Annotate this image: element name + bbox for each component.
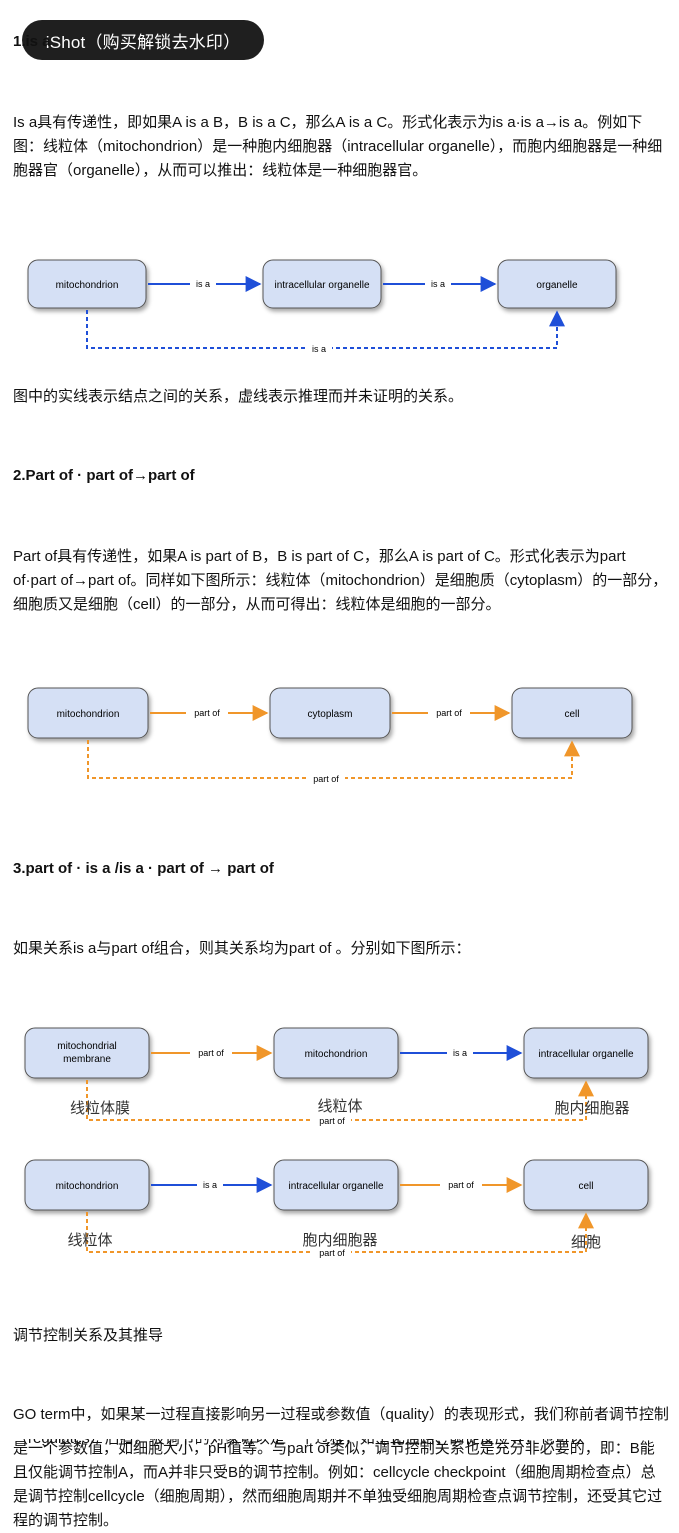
part-of-is-a-diagram: mitochondrial membrane mitochondrion int… [24,1027,649,1126]
node-mitochondrion-label: mitochondrion [56,280,119,291]
section1-heading: 1.is a [13,33,51,50]
edge-2-label: is a [431,279,445,289]
edge-1-label: part of [194,708,220,718]
cn-label-membrane: 线粒体膜 [70,1099,130,1117]
inferred-label-bg [306,342,332,354]
node-mitochondrion-label: mitochondrion [56,1181,119,1192]
node-intracellular-organelle [523,1027,649,1079]
node-mitochondrion [24,1159,150,1211]
clipped-line-mask [0,1427,679,1439]
node-cytoplasm [269,687,391,739]
node-intracellular-organelle-label: intracellular organelle [274,280,369,291]
section1-paragraph: Is a具有传递性，即如果A is a B，B is a C，那么A is a … [13,114,663,179]
node-mitochondrion [273,1027,399,1079]
node-cell-label: cell [564,709,579,720]
ishot-watermark-badge: iShot（购买解锁去水印） [22,20,264,60]
node-organelle-label: organelle [536,280,578,291]
node-cell-label: cell [578,1181,593,1192]
inferred-edge-label: is a [312,344,326,354]
edge-2-label: part of [436,708,462,718]
inferred-label-bg [307,772,345,784]
inferred-edge-label: part of [313,774,339,784]
inferred-label-bg [313,1114,351,1126]
node-mitochondrion-label: mitochondrion [57,709,120,720]
inferred-edge-label: part of [319,1248,345,1258]
node-mitochondrion-label: mitochondrion [305,1049,368,1060]
section3-heading: 3.part of · is a /is a · part of → part … [13,860,274,877]
inferred-label-bg [313,1246,351,1258]
node-mitochondrion [27,687,149,739]
node-intracellular-organelle [273,1159,399,1211]
node-mitochondrion [27,259,147,309]
edge-1-label: part of [198,1048,224,1058]
cn-label-mitochondrion: 线粒体 [317,1097,362,1115]
cn-label-cell: 细胞 [571,1233,601,1251]
edge-2-label: is a [453,1048,467,1058]
section2-heading: 2.Part of · part of→part of [13,467,195,484]
node-intracellular-organelle-label: intracellular organelle [538,1049,633,1060]
part-of-diagram: mitochondrion cytoplasm cell part of par… [27,687,633,784]
node-cell [523,1159,649,1211]
section3-paragraph: 如果关系is a与part of组合，则其关系均为part of 。分别如下图所… [13,940,471,957]
edge-1-label: is a [203,1180,217,1190]
edge-2-label: part of [448,1180,474,1190]
section4-paragraph: 是一个参数值，如细胞大小，pH值等。与part of类似，调节控制关系也是充分非… [13,1440,663,1529]
node-mitochondrial-label-line1: mitochondrial [57,1041,116,1052]
node-mitochondrial-membrane [24,1027,150,1079]
cn-label-organelle: 胞内细胞器 [554,1099,629,1117]
inferred-edge-label: part of [319,1116,345,1126]
node-cytoplasm-label: cytoplasm [307,709,352,720]
node-mitochondrial-label-line2: membrane [63,1054,111,1065]
cn-label-organelle: 胞内细胞器 [302,1231,377,1249]
cn-label-mitochondrion: 线粒体 [67,1231,112,1249]
edge-1-label: is a [196,279,210,289]
section4-heading: 调节控制关系及其推导 [13,1327,164,1344]
node-intracellular-organelle [262,259,382,309]
node-organelle [497,259,617,309]
node-cell [511,687,633,739]
is-a-diagram: mitochondrion intracellular organelle or… [27,259,617,354]
section2-paragraph: Part of具有传递性，如果A is part of B，B is part … [13,548,668,613]
is-a-part-of-diagram: mitochondrion intracellular organelle ce… [24,1159,649,1258]
node-intracellular-organelle-label: intracellular organelle [288,1181,383,1192]
solid-dashed-note: 图中的实线表示结点之间的关系，虚线表示推理而并未证明的关系。 [13,388,464,405]
